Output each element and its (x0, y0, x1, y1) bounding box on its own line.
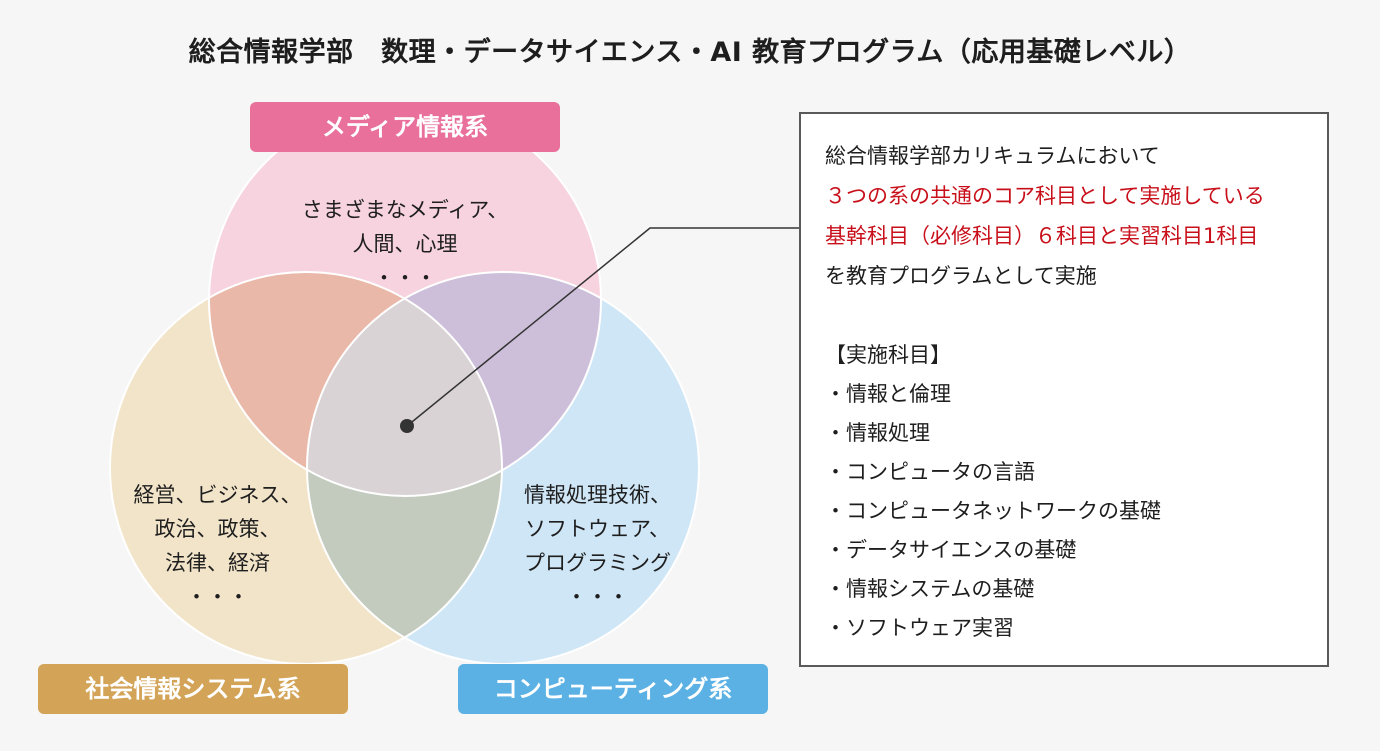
info-line-1: 総合情報学部カリキュラムにおいて (825, 144, 1160, 168)
computing-label: コンピューティング系 (458, 664, 768, 714)
subject-item: ・情報システムの基礎 (825, 577, 1035, 601)
subject-item: ・情報と倫理 (825, 382, 951, 406)
subject-item: ・情報処理 (825, 421, 930, 445)
subject-item: ・コンピュータネットワークの基礎 (825, 499, 1161, 523)
media-region-text: さまざまなメディア、 人間、心理 ・・・ (301, 198, 509, 290)
overlap-core (307, 272, 502, 496)
pointer-line (406, 227, 800, 427)
pointer-dot (400, 419, 414, 433)
info-line-3: 基幹科目（必修科目）６科目と実習科目1科目 (825, 224, 1259, 248)
social-region-text: 経営、ビジネス、 政治、政策、 法律、経済 ・・・ (133, 483, 302, 609)
social-label: 社会情報システム系 (38, 664, 348, 714)
info-line-2: ３つの系の共通のコア科目として実施している (825, 184, 1265, 208)
subject-item: ・データサイエンスの基礎 (825, 538, 1077, 562)
info-box: 総合情報学部カリキュラムにおいて ３つの系の共通のコア科目として実施している 基… (799, 112, 1329, 667)
page-title: 総合情報学部 数理・データサイエンス・AI 教育プログラム（応用基礎レベル） (188, 37, 1192, 68)
info-line-4: を教育プログラムとして実施 (825, 264, 1097, 288)
subjects-heading: 【実施科目】 (825, 343, 951, 367)
computing-region-text: 情報処理技術、 ソフトウェア、 プログラミング ・・・ (524, 483, 671, 609)
subject-item: ・コンピュータの言語 (825, 460, 1035, 484)
subject-item: ・ソフトウェア実習 (825, 616, 1014, 640)
media-label: メディア情報系 (250, 102, 560, 152)
